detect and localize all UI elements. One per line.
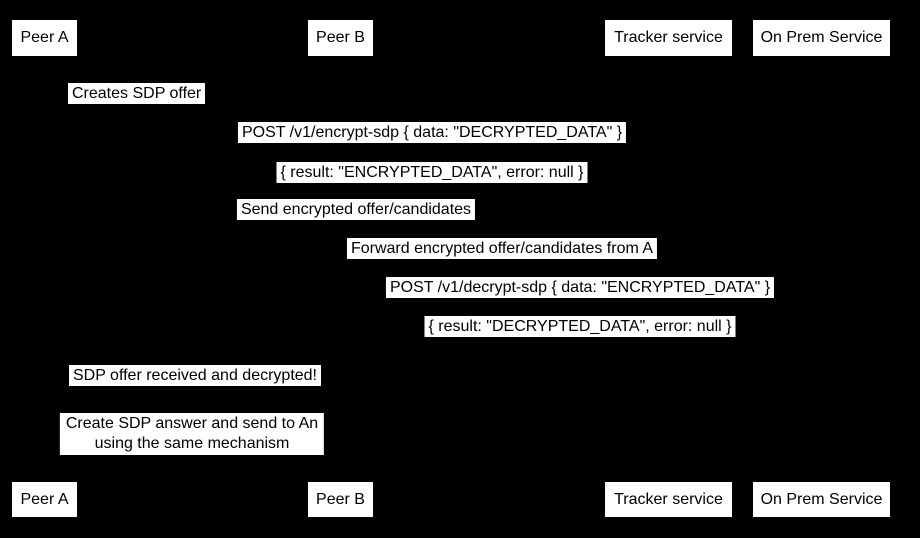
actor-box-peer-b-top: Peer B [308, 20, 373, 56]
actor-label-tracker-service-bottom: Tracker service [614, 490, 723, 508]
message-label-forward-encrypted-offer: Forward encrypted offer/candidates from … [346, 238, 658, 259]
actor-label-on-prem-service-bottom: On Prem Service [760, 490, 883, 508]
actor-box-peer-a-top: Peer A [12, 20, 77, 56]
message-label-encrypt-sdp-request: POST /v1/encrypt-sdp { data: "DECRYPTED_… [237, 122, 627, 143]
message-label-encrypt-sdp-response: { result: "ENCRYPTED_DATA", error: null … [276, 162, 588, 183]
actor-box-on-prem-service-bottom: On Prem Service [753, 482, 890, 517]
note-create-sdp-answer-line2: using the same mechanism [94, 435, 290, 452]
actor-label-peer-b-top: Peer B [316, 29, 365, 46]
actor-label-on-prem-service-top: On Prem Service [760, 29, 883, 46]
message-label-send-encrypted-offer: Send encrypted offer/candidates [236, 199, 476, 220]
actor-label-peer-b-bottom: Peer B [316, 490, 365, 508]
actor-box-peer-a-bottom: Peer A [12, 482, 77, 517]
message-label-offer-received: SDP offer received and decrypted! [69, 365, 321, 386]
actor-box-tracker-service-bottom: Tracker service [605, 482, 732, 517]
note-create-sdp-answer: Create SDP answer and send to An using t… [59, 413, 325, 455]
actor-label-peer-a-bottom: Peer A [20, 490, 69, 508]
actor-label-peer-a-top: Peer A [20, 29, 69, 46]
actor-box-tracker-service-top: Tracker service [605, 20, 732, 56]
actor-box-on-prem-service-top: On Prem Service [753, 20, 890, 56]
note-create-sdp-answer-line1: Create SDP answer and send to An [65, 415, 319, 432]
actor-box-peer-b-bottom: Peer B [308, 482, 373, 517]
message-label-decrypt-sdp-response: { result: "DECRYPTED_DATA", error: null … [424, 316, 736, 337]
message-label-decrypt-sdp-request: POST /v1/decrypt-sdp { data: "ENCRYPTED_… [385, 277, 775, 298]
actor-label-tracker-service-top: Tracker service [614, 29, 723, 46]
message-label-creates-sdp-offer: Creates SDP offer [68, 83, 206, 104]
